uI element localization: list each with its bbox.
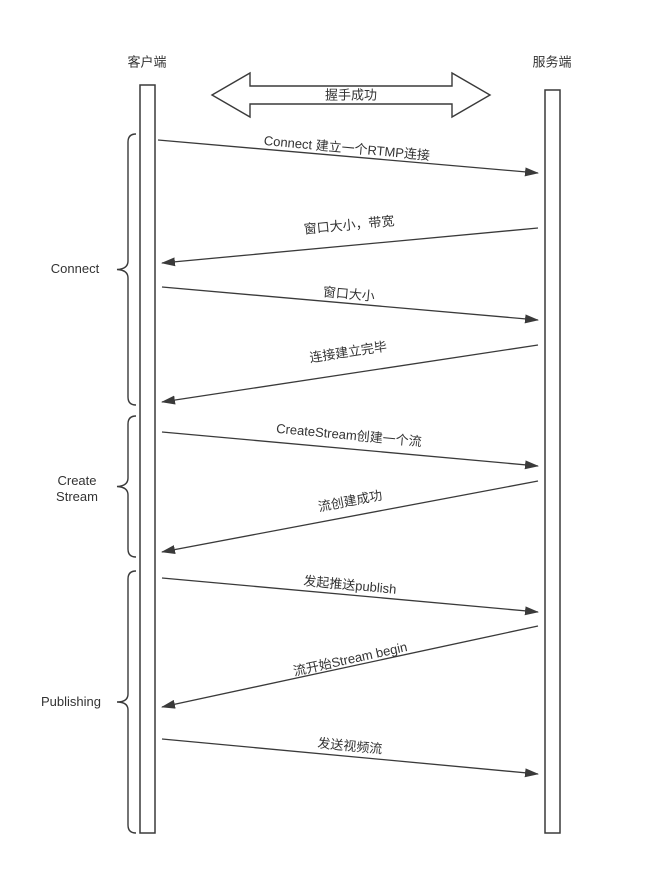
group-label-publishing: Publishing <box>41 693 101 709</box>
actor-client-label: 客户端 <box>127 54 167 70</box>
actor-server-label: 服务端 <box>532 54 572 70</box>
brace-publishing <box>116 570 137 834</box>
handshake-label: 握手成功 <box>324 87 378 103</box>
message-arrow-6 <box>161 480 539 555</box>
message-arrow-2 <box>161 227 539 267</box>
message-arrow-1 <box>157 139 539 177</box>
brace-connect <box>116 133 137 406</box>
group-label-connect: Connect <box>50 260 100 276</box>
message-arrow-7 <box>161 577 539 616</box>
group-label-create-stream: Create Stream <box>56 472 98 504</box>
message-arrow-8 <box>161 625 539 709</box>
message-arrow-3 <box>161 286 539 324</box>
message-arrow-4 <box>161 344 539 405</box>
message-arrow-9 <box>161 738 539 778</box>
brace-create-stream <box>116 415 137 558</box>
client-lifeline <box>139 84 156 834</box>
message-arrow-5 <box>161 431 539 470</box>
handshake-double-arrow-icon <box>210 71 492 119</box>
server-lifeline <box>544 89 561 834</box>
